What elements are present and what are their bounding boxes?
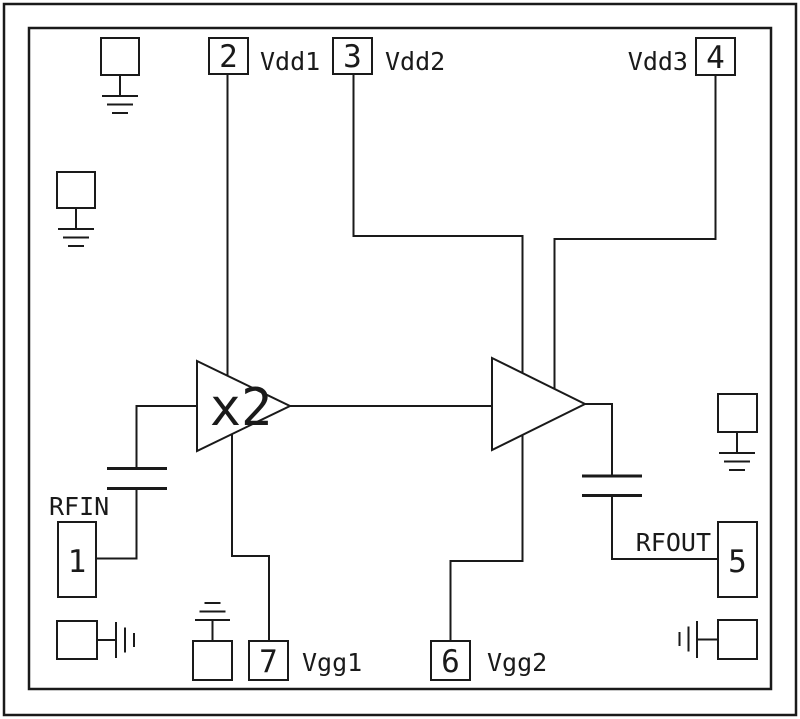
pin-2-number: 2 (219, 39, 238, 75)
bond-pad (717, 393, 758, 433)
wires (95, 74, 718, 641)
vgg1-label: Vgg1 (302, 648, 362, 677)
pin-4-pad (695, 37, 736, 76)
rfout-label: RFOUT (636, 528, 711, 557)
vdd2-label: Vdd2 (385, 47, 445, 76)
vdd3-label: Vdd3 (628, 47, 688, 76)
rf-output-wire-upper (584, 403, 613, 476)
inner-border (27, 26, 773, 691)
pin-3-pad (332, 37, 373, 75)
pin-7-pad (248, 640, 289, 681)
input-blocking-capacitor (107, 467, 167, 490)
pin-2-pad (208, 37, 249, 75)
rf-input-wire-upper (135, 405, 199, 468)
vgg2-label: Vgg2 (487, 648, 547, 677)
vgg1-wire (231, 431, 270, 641)
pin-2: 2 (208, 37, 249, 75)
vdd3-wire (553, 75, 717, 392)
bond-pad (717, 619, 758, 660)
rf-input-wire-lower (95, 489, 138, 560)
bond-pad-ground-bottom-right (678, 619, 758, 660)
pin-5: 5 (717, 521, 758, 598)
pin-7-number: 7 (259, 644, 278, 680)
bond-pad-ground-left (56, 171, 96, 247)
pin-7: 7 (248, 640, 289, 681)
rf-output-wire-lower (611, 495, 718, 560)
amplifier-triangle (491, 356, 588, 452)
vdd1-label: Vdd1 (260, 47, 320, 76)
frequency-doubler-block: x2 (196, 359, 293, 453)
pin-5-number: 5 (728, 544, 747, 580)
bond-pad (56, 171, 96, 209)
output-blocking-capacitor (582, 474, 642, 497)
bond-pad-ground-bottom-middle (192, 602, 233, 681)
pin-1-pad (57, 521, 97, 598)
pin-4: 4 (695, 37, 736, 76)
pin-3: 3 (332, 37, 373, 75)
vgg2-wire (449, 432, 524, 641)
bond-pad (192, 640, 233, 681)
doubler-label: x2 (210, 378, 273, 438)
pin-4-number: 4 (706, 40, 725, 76)
pin-6-pad (430, 640, 471, 681)
doubler-triangle (196, 359, 293, 453)
amplifier-block (491, 356, 588, 452)
pin-6: 6 (430, 640, 471, 681)
bond-pad-ground-bottom-left (56, 620, 135, 660)
pin-1-number: 1 (68, 544, 87, 580)
bond-pad-ground-top-left (100, 37, 140, 114)
pin-labels: Vdd1 Vdd2 Vdd3 RFIN RFOUT Vgg1 Vgg2 (49, 47, 711, 677)
pin-6-number: 6 (441, 644, 460, 680)
bond-pad (56, 620, 98, 660)
bond-pad (100, 37, 140, 76)
pin-5-pad (717, 521, 758, 598)
rfin-label: RFIN (49, 492, 109, 521)
pin-3-number: 3 (343, 39, 362, 75)
bond-pad-ground-right (717, 393, 758, 471)
pin-1: 1 (57, 521, 97, 598)
vdd2-wire (352, 74, 524, 376)
